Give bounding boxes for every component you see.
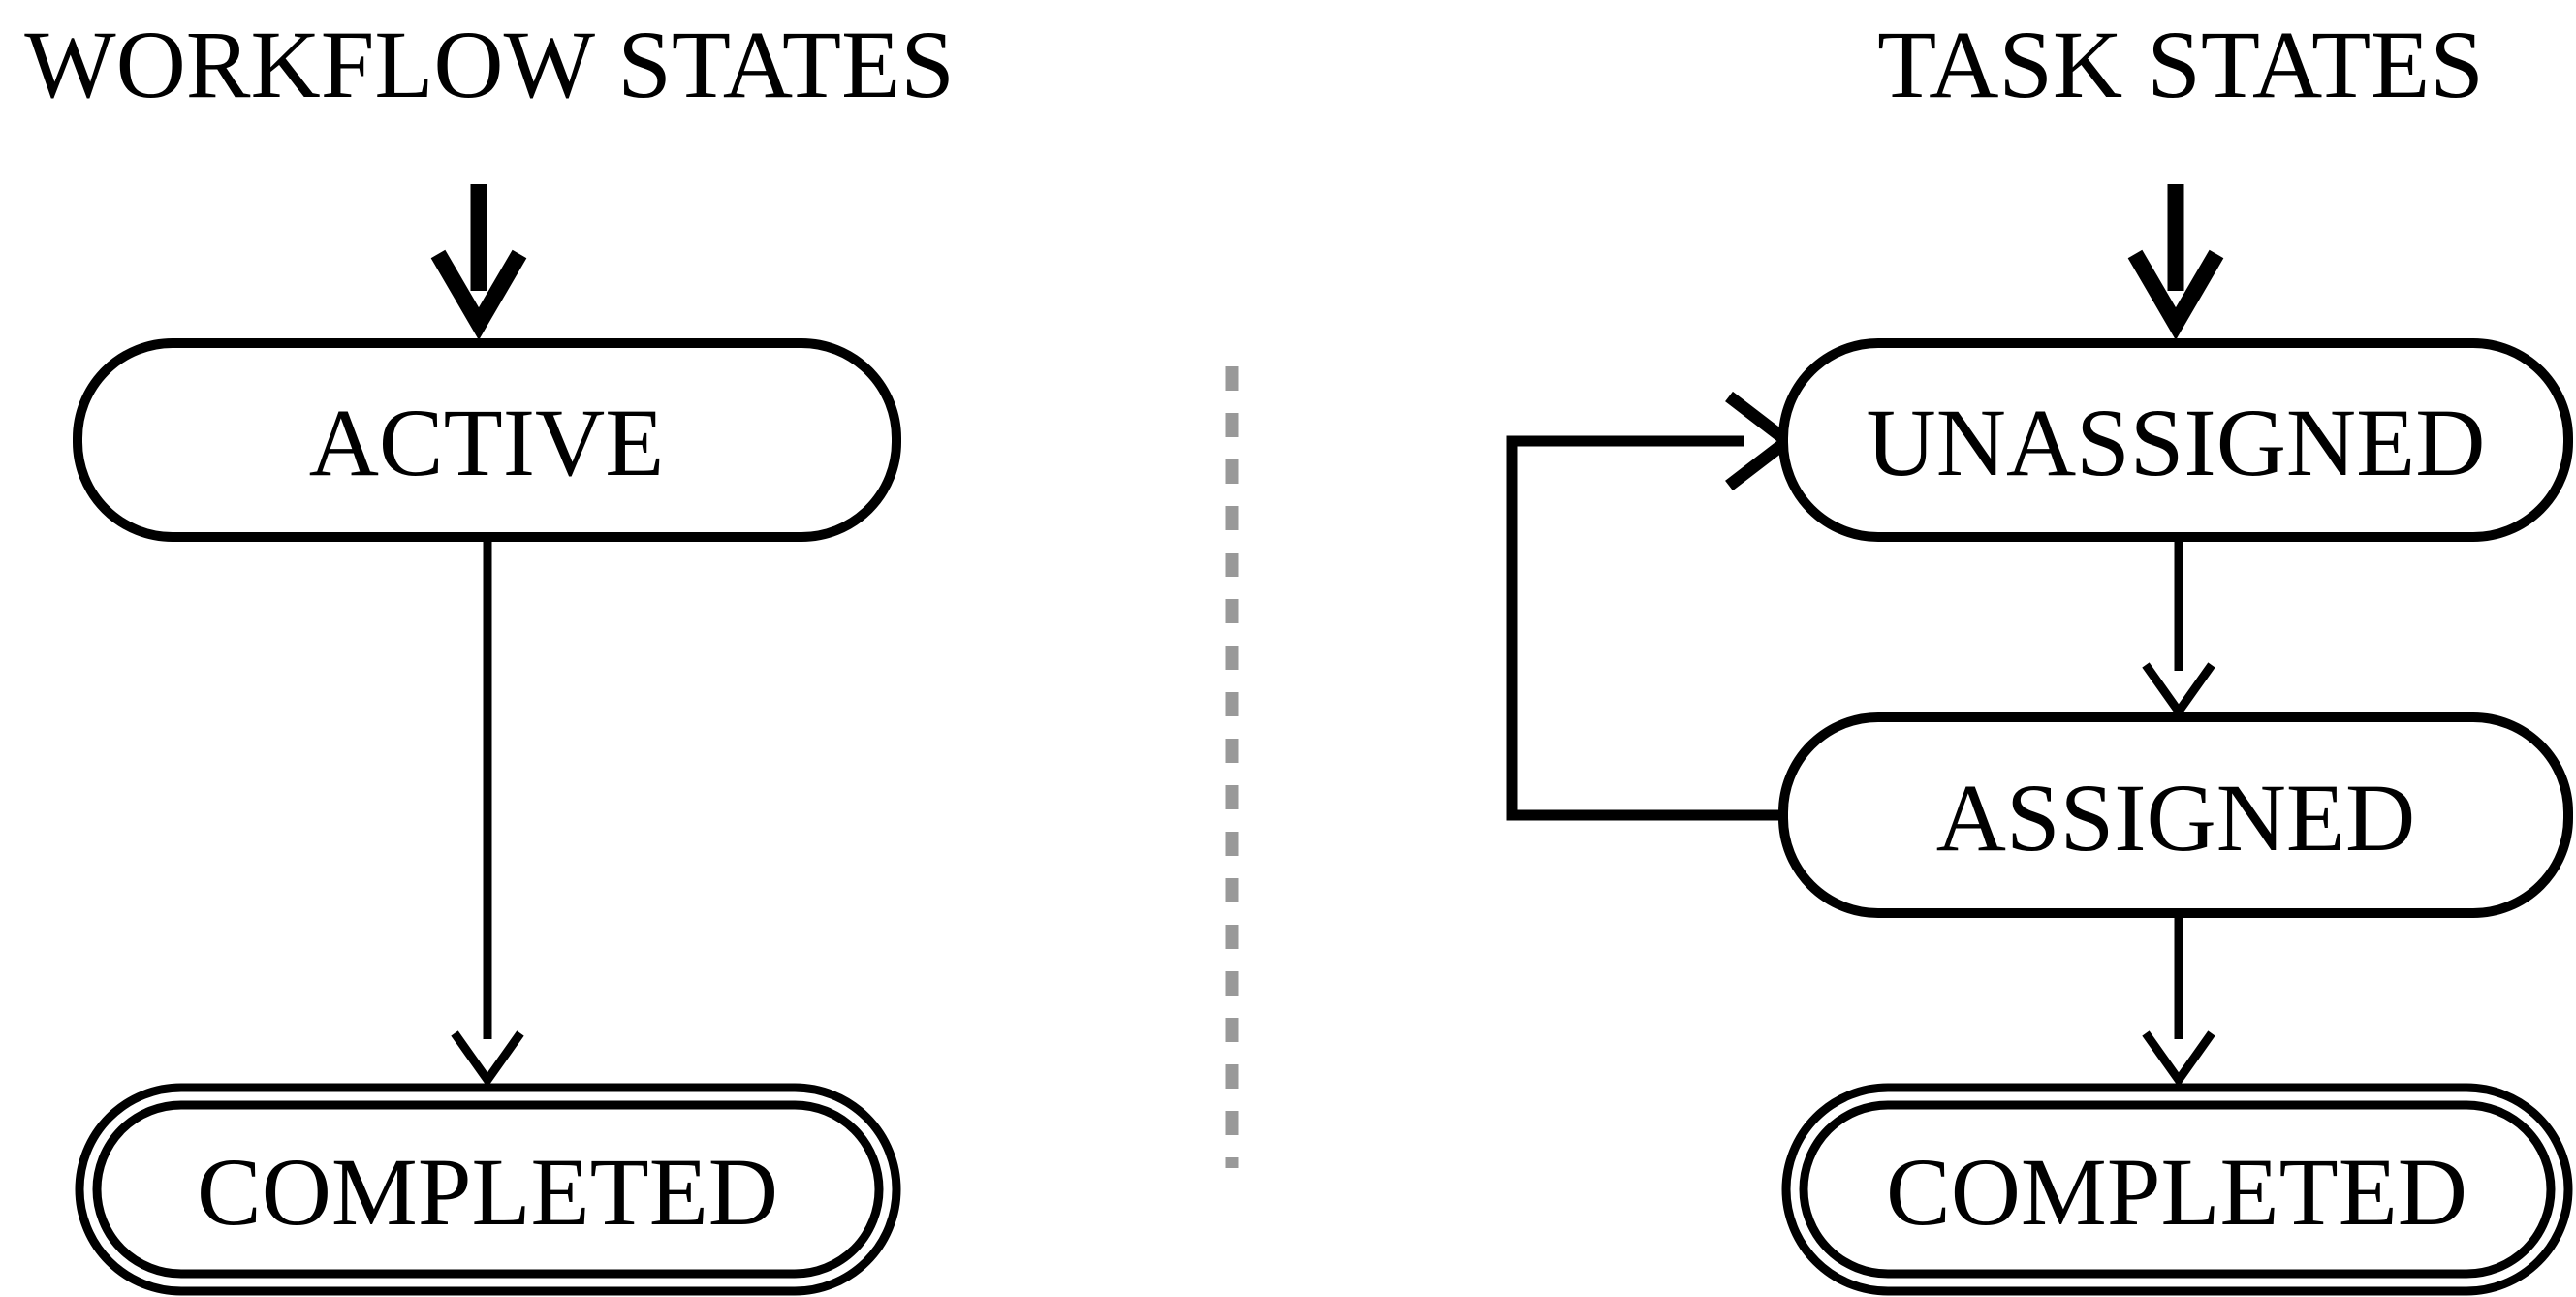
state-label-assigned: ASSIGNED bbox=[1936, 764, 2415, 871]
task-states-diagram: TASK STATES UNASSIGNED ASSIGNED bbox=[1506, 11, 2573, 1296]
transition-arrow-assigned-to-unassigned-loop bbox=[1506, 391, 1798, 821]
state-label-completed-workflow: COMPLETED bbox=[197, 1138, 778, 1246]
state-label-completed-task: COMPLETED bbox=[1886, 1138, 2467, 1246]
transition-arrow-unassigned-to-assigned bbox=[2142, 537, 2215, 719]
final-state-outer-border-task bbox=[1781, 1083, 2573, 1296]
transition-arrow-assigned-to-completed bbox=[2142, 913, 2215, 1088]
state-label-unassigned: UNASSIGNED bbox=[1867, 389, 2486, 496]
state-node-completed-workflow bbox=[75, 1083, 901, 1296]
transition-unassigned-assigned-arrowhead bbox=[2142, 662, 2215, 719]
final-state-outer-border-workflow bbox=[75, 1083, 901, 1296]
initial-arrow-workflow bbox=[430, 184, 527, 340]
transition-active-completed-arrowhead bbox=[451, 1030, 524, 1088]
task-diagram-title: TASK STATES bbox=[1877, 11, 2484, 118]
state-node-completed-task bbox=[1781, 1083, 2573, 1296]
initial-arrowhead-workflow bbox=[430, 249, 527, 340]
transition-assigned-completed-arrowhead bbox=[2142, 1030, 2215, 1088]
workflow-states-diagram: WORKFLOW STATES ACTIVE COMPLETED bbox=[24, 11, 955, 1296]
final-state-inner-border-task bbox=[1799, 1100, 2556, 1279]
state-label-active: ACTIVE bbox=[309, 389, 665, 496]
final-state-inner-border-workflow bbox=[92, 1100, 884, 1279]
initial-arrow-task bbox=[2127, 184, 2224, 340]
initial-arrowhead-task bbox=[2127, 249, 2224, 340]
loop-edge-path bbox=[1506, 435, 1791, 821]
transition-arrow-active-to-completed bbox=[451, 537, 524, 1088]
workflow-diagram-title: WORKFLOW STATES bbox=[24, 11, 955, 118]
